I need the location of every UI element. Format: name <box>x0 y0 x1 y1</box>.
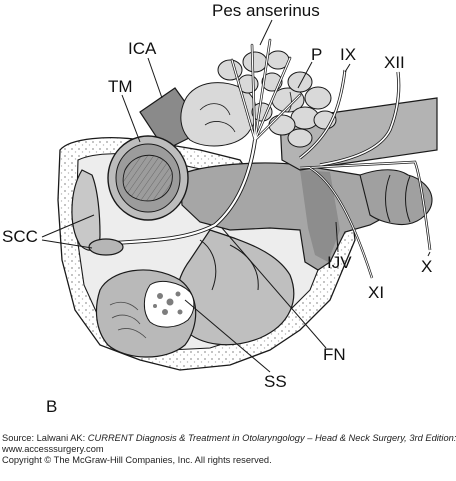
label-xii: XII <box>384 53 405 72</box>
label-ix: IX <box>340 45 357 64</box>
leader-fn <box>221 227 327 349</box>
label-xi: XI <box>368 283 385 302</box>
leader-pes-anserinus <box>259 19 273 46</box>
ijv-shading <box>300 170 340 262</box>
stylomastoid-region <box>95 269 197 358</box>
label-ss: SS <box>264 372 287 391</box>
parotid-lobule <box>242 51 268 73</box>
label-p: P <box>311 45 323 64</box>
leader-ss <box>184 299 271 373</box>
leader-p <box>297 61 313 89</box>
figure-credits: Source: Lalwani AK: CURRENT Diagnosis & … <box>2 433 456 466</box>
copyright-line: Copyright © The McGraw-Hill Companies, I… <box>2 455 272 465</box>
leader-ica <box>147 57 163 99</box>
panel-letter: B <box>46 397 58 416</box>
parotid-lobule <box>180 82 257 147</box>
label-x: X <box>421 257 433 276</box>
middle-ear-fold <box>229 244 259 291</box>
label-fn: FN <box>323 345 346 364</box>
parotid-lobule <box>217 59 243 81</box>
parotid-lobule <box>287 128 313 148</box>
source-url[interactable]: www.accesssurgery.com <box>2 444 104 454</box>
tympanic-membrane <box>107 135 189 221</box>
leader-ix <box>344 63 351 73</box>
leader-ijv <box>335 221 339 253</box>
leader-lines <box>41 19 431 373</box>
label-scc: SCC <box>2 227 38 246</box>
leader-x <box>427 251 431 257</box>
label-tm: TM <box>108 77 133 96</box>
leader-tm <box>121 94 141 143</box>
middle-ear-fold <box>199 239 217 291</box>
leader-scc-2 <box>41 239 93 249</box>
source-prefix: Source: Lalwani AK: <box>2 433 88 443</box>
anatomy-figure: Pes anserinus ICA P IX XII TM SCC IJV X … <box>2 1 438 391</box>
parotid-lobule <box>287 71 313 93</box>
leader-scc-1 <box>41 214 95 238</box>
label-ijv: IJV <box>327 253 352 272</box>
semicircular-canal <box>71 169 124 256</box>
source-title: CURRENT Diagnosis & Treatment in Otolary… <box>87 433 456 443</box>
label-ica: ICA <box>128 39 157 58</box>
parotid-lobule <box>304 86 332 110</box>
vessel-segment-division-2 <box>405 175 411 223</box>
vessel-segment-division-1 <box>385 174 391 223</box>
label-pes-anserinus: Pes anserinus <box>212 1 320 20</box>
facial-nerve-illustration <box>41 19 438 373</box>
source-line: Source: Lalwani AK: CURRENT Diagnosis & … <box>2 433 456 444</box>
pes-anserinus-branches-inner <box>231 39 301 141</box>
vessel-segments <box>359 169 433 226</box>
